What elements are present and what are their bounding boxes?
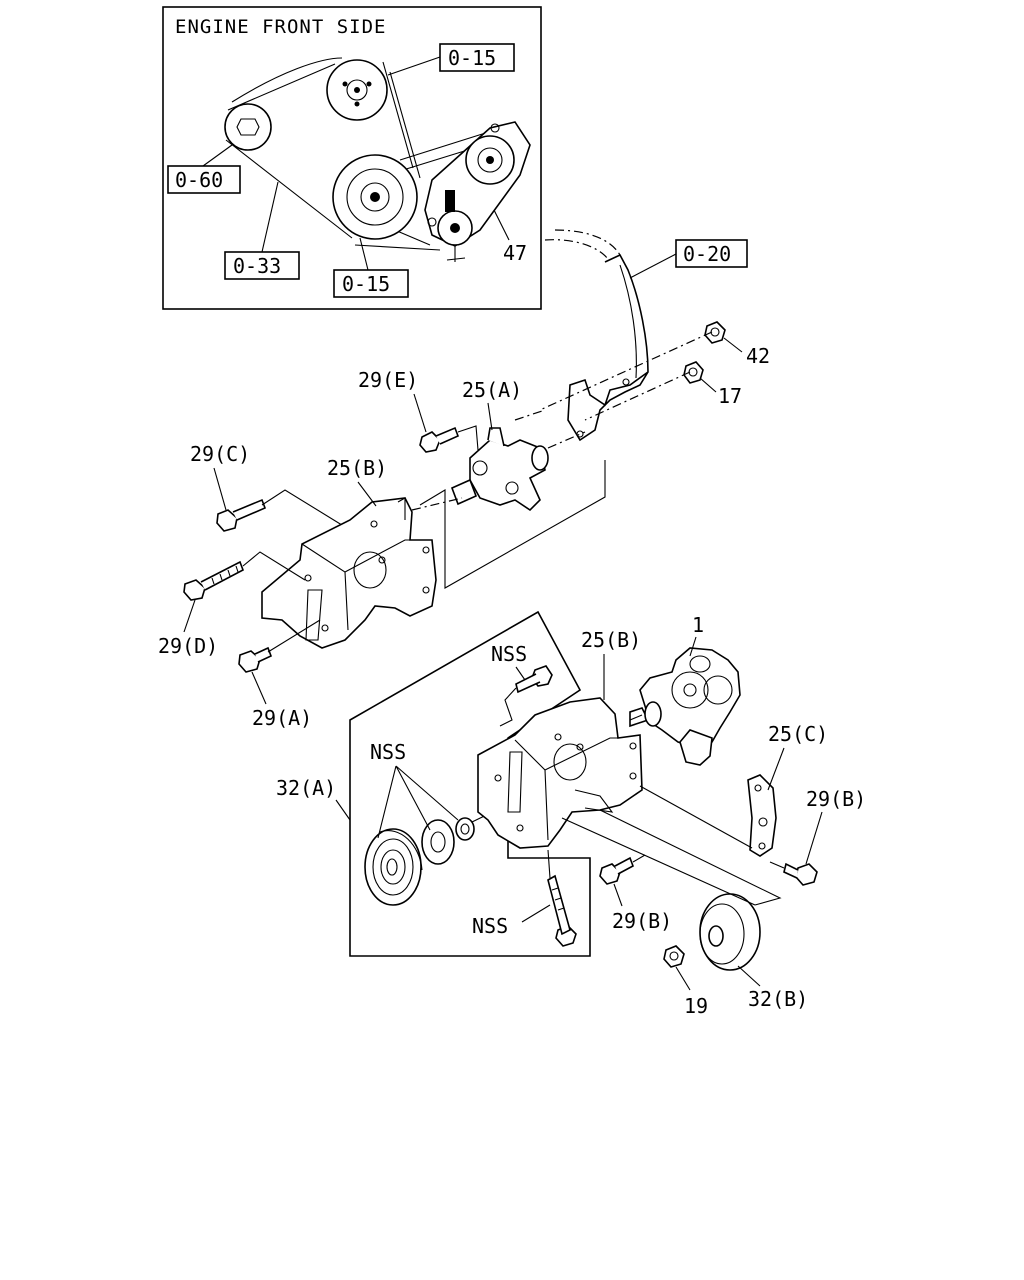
part-25b-upper-label: 25(B) — [327, 456, 387, 480]
svg-text:0-15: 0-15 — [448, 46, 496, 70]
bolt-29e — [419, 426, 460, 453]
nut-17 — [683, 361, 704, 384]
ref-box-0-15-bottom[interactable]: 0-15 — [333, 269, 409, 298]
ref-box-0-15-top[interactable]: 0-15 — [439, 43, 515, 72]
pulley-crank — [332, 154, 418, 240]
svg-text:0-33: 0-33 — [233, 254, 281, 278]
part-42-label: 42 — [746, 344, 770, 368]
bolt-29b-right — [783, 862, 818, 886]
part-29d-label: 29(D) — [158, 634, 218, 658]
frame-32a — [349, 610, 591, 957]
part-19-label: 19 — [684, 994, 708, 1018]
nut-19 — [663, 945, 685, 968]
pulley-32a — [364, 828, 423, 906]
belt-path — [225, 61, 431, 246]
bracket-25a — [450, 427, 549, 512]
bracket-25c — [747, 774, 777, 857]
part-29b-lower-label: 29(B) — [612, 909, 672, 933]
washer-plate — [421, 819, 455, 865]
pulley-32b — [699, 893, 761, 971]
bolt-nss-upper — [515, 665, 553, 694]
ref-box-0-60[interactable]: 0-60 — [167, 165, 241, 194]
nss-upper-label: NSS — [491, 642, 527, 666]
bolt-29d — [183, 560, 244, 601]
bolt-29b-lower — [599, 856, 634, 885]
part-25c-label: 25(C) — [768, 722, 828, 746]
bolt-29c — [216, 498, 267, 532]
ref-box-0-33[interactable]: 0-33 — [224, 251, 300, 280]
part-29b-right-label: 29(B) — [806, 787, 866, 811]
bolt-29a — [238, 646, 273, 673]
part-32b-label: 32(B) — [748, 987, 808, 1011]
part-29a-label: 29(A) — [252, 706, 312, 730]
pulley-left — [224, 103, 272, 151]
part-47-label: 47 — [503, 241, 527, 265]
svg-text:0-20: 0-20 — [683, 242, 731, 266]
nss-left-label: NSS — [370, 740, 406, 764]
part-32a-label: 32(A) — [276, 776, 336, 800]
spacer-collar — [455, 817, 475, 841]
power-steering-pump-1 — [629, 647, 741, 766]
pulley-top — [326, 59, 388, 121]
tensioner-bracket — [424, 121, 531, 262]
part-29c-label: 29(C) — [190, 442, 250, 466]
nss-lower-label: NSS — [472, 914, 508, 938]
svg-text:0-60: 0-60 — [175, 168, 223, 192]
part-25a-label: 25(A) — [462, 378, 522, 402]
part-1-label: 1 — [692, 613, 704, 637]
svg-text:0-15: 0-15 — [342, 272, 390, 296]
inset-title: ENGINE FRONT SIDE — [175, 16, 386, 38]
part-25b-lower-label: 25(B) — [581, 628, 641, 652]
bolt-nss-lower — [547, 874, 577, 947]
bracket-25b-upper — [261, 497, 437, 649]
engine-front-side-inset: ENGINE FRONT SIDE — [162, 6, 542, 310]
nut-42 — [704, 321, 726, 344]
engine-block-bracket — [544, 229, 649, 442]
bracket-25b-lower — [477, 697, 643, 849]
inset-frame — [162, 6, 542, 310]
part-17-label: 17 — [718, 384, 742, 408]
ref-box-0-20[interactable]: 0-20 — [675, 239, 748, 268]
part-29e-label: 29(E) — [358, 368, 418, 392]
